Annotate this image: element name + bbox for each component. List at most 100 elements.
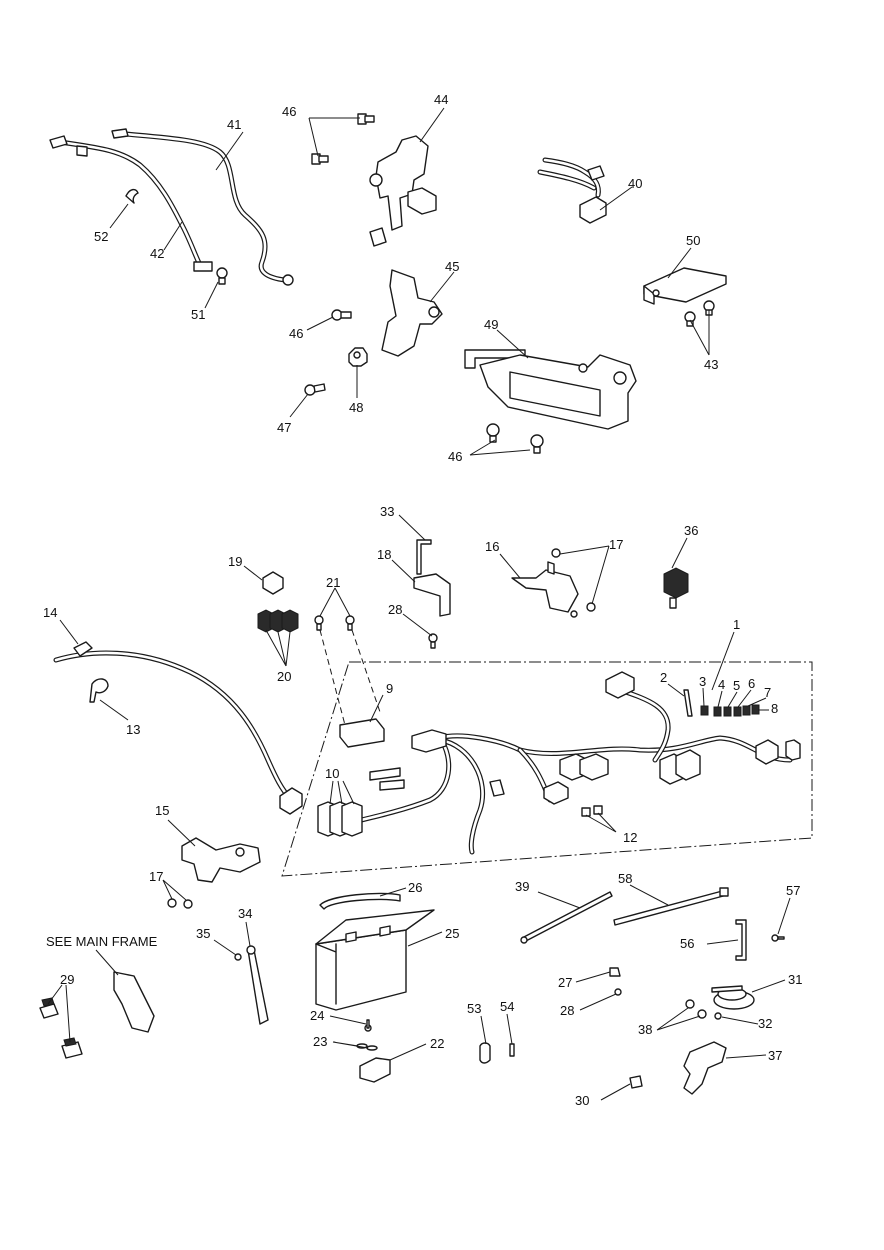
bracket-15[interactable] xyxy=(181,837,261,883)
fastener-43-a[interactable] xyxy=(684,311,696,327)
rod-33[interactable] xyxy=(416,539,432,575)
plug-6[interactable] xyxy=(733,706,742,717)
plug-3[interactable] xyxy=(700,705,709,716)
nut-48[interactable] xyxy=(348,347,368,367)
bracket-50[interactable] xyxy=(643,267,727,305)
plug-7[interactable] xyxy=(742,705,751,716)
callout-40: 40 xyxy=(628,176,642,191)
callout-32: 32 xyxy=(758,1016,772,1031)
callout-38: 38 xyxy=(638,1022,652,1037)
cable-34[interactable] xyxy=(246,945,269,1025)
screw-47[interactable] xyxy=(304,383,326,396)
callout-17-top: 17 xyxy=(609,537,623,552)
connectors-10[interactable] xyxy=(317,801,363,837)
cable-tie-39[interactable] xyxy=(520,891,613,944)
callout-13: 13 xyxy=(126,722,140,737)
bracket-44[interactable] xyxy=(369,135,437,247)
callout-27: 27 xyxy=(558,975,572,990)
fastener-21-a[interactable] xyxy=(314,615,324,631)
nut-38-b[interactable] xyxy=(697,1009,707,1019)
callout-4: 4 xyxy=(718,677,725,692)
cable-14[interactable] xyxy=(53,641,303,815)
clip-13[interactable] xyxy=(89,678,109,703)
horn-31[interactable] xyxy=(711,985,755,1010)
callout-50: 50 xyxy=(686,233,700,248)
screw-32[interactable] xyxy=(714,1012,722,1020)
clip-53[interactable] xyxy=(479,1042,491,1064)
callout-51: 51 xyxy=(191,307,205,322)
fastener-17-d[interactable] xyxy=(183,899,193,909)
screw-46-e[interactable] xyxy=(530,434,544,454)
callout-46-top: 46 xyxy=(282,104,296,119)
bolt-51[interactable] xyxy=(216,267,228,285)
screw-35[interactable] xyxy=(234,953,242,961)
strap-26[interactable] xyxy=(319,892,401,910)
terminal-2[interactable] xyxy=(683,689,693,717)
callout-41: 41 xyxy=(227,117,241,132)
washers-23[interactable] xyxy=(356,1043,378,1051)
screw-46-a[interactable] xyxy=(357,113,375,125)
bracket-16[interactable] xyxy=(511,561,579,618)
callout-42: 42 xyxy=(150,246,164,261)
sensor-36[interactable] xyxy=(663,567,689,609)
frame-bracket[interactable] xyxy=(113,971,155,1033)
fastener-17-c[interactable] xyxy=(167,898,177,908)
callout-33: 33 xyxy=(380,504,394,519)
bolt-24[interactable] xyxy=(364,1019,372,1032)
relay-19[interactable] xyxy=(262,571,284,595)
see-main-frame-note: SEE MAIN FRAME xyxy=(46,934,158,949)
callout-53: 53 xyxy=(467,1001,481,1016)
cover-22[interactable] xyxy=(359,1057,391,1083)
bracket-45[interactable] xyxy=(381,269,443,357)
callout-39: 39 xyxy=(515,879,529,894)
clips-12[interactable] xyxy=(581,805,603,817)
fastener-17-b[interactable] xyxy=(586,602,596,612)
screw-46-b[interactable] xyxy=(311,153,329,165)
tray-49[interactable] xyxy=(464,349,637,430)
screw-28-b[interactable] xyxy=(614,988,622,996)
callout-16: 16 xyxy=(485,539,499,554)
nut-38-a[interactable] xyxy=(685,999,695,1009)
bracket-37[interactable] xyxy=(683,1041,727,1095)
fastener-17-a[interactable] xyxy=(551,548,561,558)
bracket-18[interactable] xyxy=(413,573,451,617)
clip-30[interactable] xyxy=(629,1075,643,1089)
callout-46-mid: 46 xyxy=(289,326,303,341)
callout-18: 18 xyxy=(377,547,391,562)
plug-5[interactable] xyxy=(723,706,732,717)
callout-29: 29 xyxy=(60,972,74,987)
fastener-21-b[interactable] xyxy=(345,615,355,631)
callout-1: 1 xyxy=(733,617,740,632)
screw-28-a[interactable] xyxy=(428,633,438,649)
plug-4[interactable] xyxy=(713,706,722,717)
clip-52[interactable] xyxy=(125,188,139,204)
callout-19: 19 xyxy=(228,554,242,569)
screw-46-d[interactable] xyxy=(486,423,500,443)
cable-tie-58[interactable] xyxy=(613,887,729,926)
screw-54[interactable] xyxy=(509,1043,515,1057)
bracket-56[interactable] xyxy=(735,919,747,961)
fastener-27[interactable] xyxy=(609,967,621,977)
battery-25[interactable] xyxy=(315,909,435,1011)
callout-14: 14 xyxy=(43,605,57,620)
cable-41[interactable] xyxy=(111,128,294,286)
screw-46-c[interactable] xyxy=(331,309,352,321)
callout-25: 25 xyxy=(445,926,459,941)
main-harness-1[interactable] xyxy=(317,671,801,855)
callout-5: 5 xyxy=(733,678,740,693)
leader-lines xyxy=(47,107,791,1101)
callout-8: 8 xyxy=(771,701,778,716)
callout-28-mid: 28 xyxy=(388,602,402,617)
module-9[interactable] xyxy=(339,718,385,748)
callout-30: 30 xyxy=(575,1093,589,1108)
plug-8[interactable] xyxy=(751,704,760,715)
callout-24: 24 xyxy=(310,1008,324,1023)
relays-20[interactable] xyxy=(257,609,299,633)
grommet-29-b[interactable] xyxy=(61,1037,83,1059)
callout-34: 34 xyxy=(238,906,252,921)
grommet-29-a[interactable] xyxy=(39,997,59,1019)
cable-42[interactable] xyxy=(49,135,213,272)
harness-40[interactable] xyxy=(537,157,607,224)
screw-57[interactable] xyxy=(771,934,785,942)
